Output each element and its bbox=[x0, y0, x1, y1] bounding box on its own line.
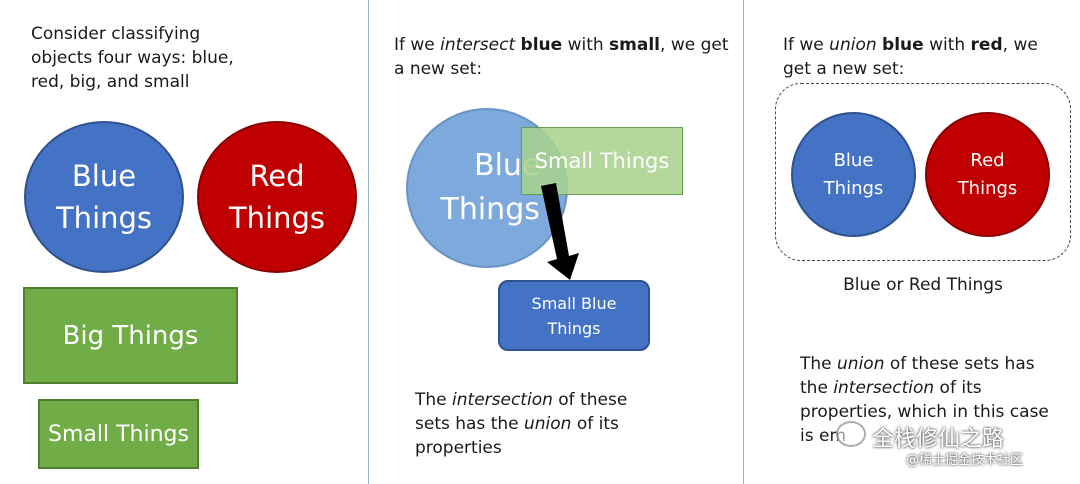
small-blue-things-box: Small Blue Things bbox=[498, 280, 650, 351]
heading-text: , we get a new set: bbox=[783, 35, 1038, 79]
heading-bold: small bbox=[609, 35, 661, 55]
red-things-circle: Red Things bbox=[197, 121, 357, 273]
result-box-label-line2: Things bbox=[547, 318, 601, 338]
caption-text: of these sets has the bbox=[415, 390, 628, 434]
watermark-subtitle: @稀土掘金技术社区 bbox=[906, 453, 1024, 468]
union-red-things-circle: Red Things bbox=[925, 112, 1050, 237]
red-circle-label-line2: Things bbox=[228, 201, 326, 235]
panel1-intro-text: Consider classifying objects four ways: … bbox=[31, 24, 234, 92]
caption-text: of these sets has the bbox=[800, 354, 1035, 398]
caption-text: of its properties, which in this case is… bbox=[800, 378, 1049, 446]
panel-divider-right bbox=[743, 0, 744, 484]
heading-emphasis: union bbox=[829, 35, 877, 55]
caption-text: The bbox=[415, 390, 453, 410]
blue-circle-label-line1: Blue bbox=[71, 159, 137, 193]
heading-text: If we bbox=[394, 35, 441, 55]
caption-emphasis: union bbox=[524, 414, 572, 434]
blue-things-circle: Blue Things bbox=[24, 121, 184, 273]
small-things-rect-light: Small Things bbox=[521, 127, 683, 195]
heading-text: , we get a new set: bbox=[394, 35, 729, 79]
red-circle-label-line1: Red bbox=[249, 159, 305, 193]
caption-emphasis: union bbox=[837, 354, 885, 374]
big-things-rect: Big Things bbox=[23, 287, 238, 384]
heading-bold: blue bbox=[520, 35, 563, 55]
caption-text: The bbox=[800, 354, 838, 374]
small-things-label: Small Things bbox=[48, 421, 189, 447]
small-things-rect: Small Things bbox=[38, 399, 199, 469]
heading-emphasis: intersect bbox=[440, 35, 516, 55]
blue-circle-label-line2: Things bbox=[55, 201, 153, 235]
heading-text: with bbox=[562, 35, 610, 55]
watermark-title: 全栈修仙之路 bbox=[872, 427, 1005, 452]
result-box-label-line1: Small Blue bbox=[531, 293, 617, 313]
big-things-label: Big Things bbox=[62, 320, 199, 351]
panel3-caption: The union of these sets has the intersec… bbox=[800, 352, 1058, 448]
panel3-heading: If we union blue with red, we get a new … bbox=[783, 33, 1068, 81]
union-blue-things-circle: Blue Things bbox=[791, 112, 916, 237]
union-blue-label-line1: Blue bbox=[833, 149, 874, 171]
heading-bold: blue bbox=[882, 35, 924, 55]
watermark-logo-icon bbox=[836, 421, 866, 447]
heading-text: with bbox=[923, 35, 971, 55]
heading-text: If we bbox=[783, 35, 830, 55]
union-group-border bbox=[775, 83, 1071, 261]
union-red-label-line1: Red bbox=[970, 149, 1005, 171]
union-group-label: Blue or Red Things bbox=[843, 275, 1003, 295]
union-blue-label-line2: Things bbox=[823, 177, 884, 199]
caption-emphasis: intersection bbox=[833, 378, 935, 398]
union-red-label-line2: Things bbox=[957, 177, 1018, 199]
light-blue-circle-label-line2: Things bbox=[440, 192, 540, 227]
caption-text: of its properties bbox=[415, 414, 619, 458]
caption-emphasis: intersection bbox=[452, 390, 553, 410]
heading-bold: red bbox=[970, 35, 1003, 55]
light-small-things-label: Small Things bbox=[534, 149, 670, 173]
panel2-heading: If we intersect blue with small, we get … bbox=[394, 33, 734, 81]
panel2-caption: The intersection of these sets has the u… bbox=[415, 388, 635, 460]
panel-divider-left bbox=[368, 0, 369, 484]
